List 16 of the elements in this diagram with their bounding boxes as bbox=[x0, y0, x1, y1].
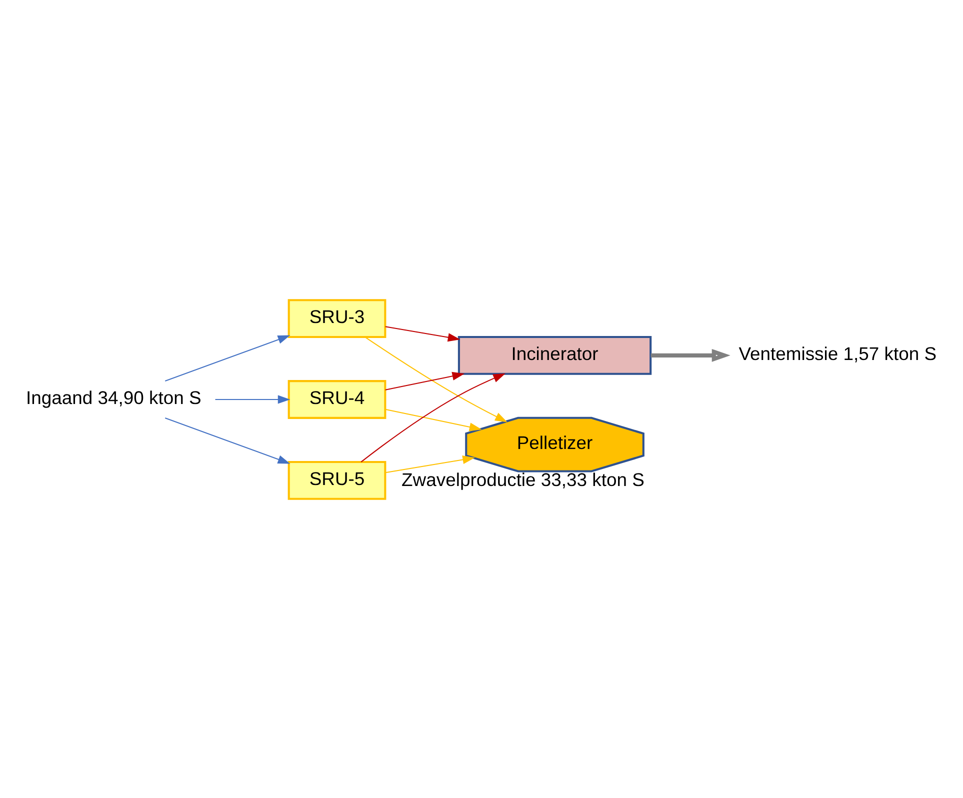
node-text: Ventemissie 1,57 kton S bbox=[738, 342, 937, 364]
arrow bbox=[164, 334, 290, 381]
arrow bbox=[385, 326, 460, 342]
node-text: Ingaand 34,90 kton S bbox=[26, 386, 202, 408]
arrow bbox=[385, 371, 465, 390]
node-box: SRU-5 bbox=[288, 460, 386, 500]
node-box: SRU-3 bbox=[288, 298, 386, 338]
node-box: Incinerator bbox=[458, 335, 652, 374]
arrow bbox=[385, 408, 482, 431]
arrow bbox=[385, 454, 475, 473]
arrow bbox=[164, 417, 290, 464]
arrow bbox=[215, 394, 290, 404]
arrow bbox=[360, 372, 506, 462]
arrow bbox=[365, 336, 508, 422]
arrow bbox=[650, 348, 730, 362]
node-box: SRU-4 bbox=[288, 380, 386, 418]
